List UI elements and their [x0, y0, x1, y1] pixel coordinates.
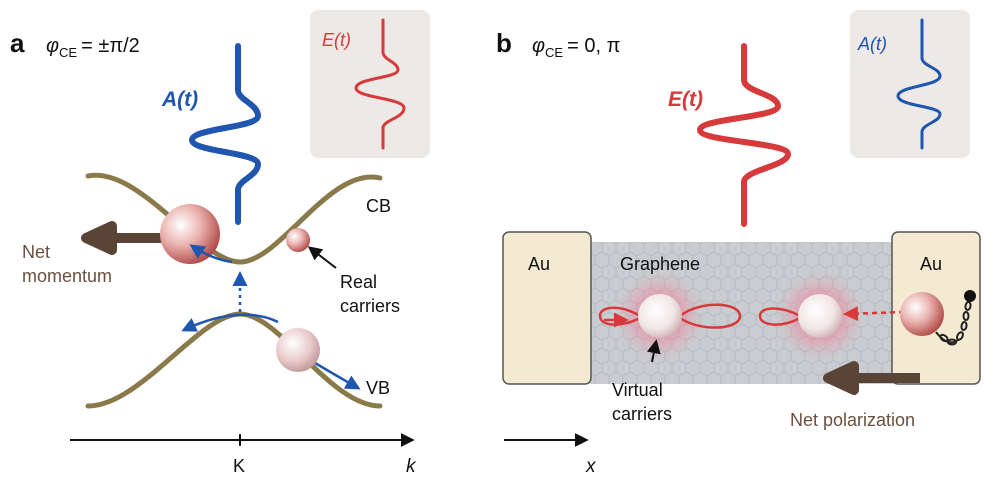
phase-value: = ±π/2: [81, 35, 140, 57]
net-momentum-label: Net momentum: [22, 242, 112, 286]
phase-value: = 0, π: [567, 35, 620, 57]
virtual-carriers-pointer: [646, 339, 661, 363]
carrier-loop-right: [758, 307, 801, 326]
real-carriers-line1: Real: [340, 272, 377, 292]
real-carrier-small: [286, 228, 310, 252]
carrier-drift-dashed-arrow: [843, 306, 905, 322]
virtual-carriers-line2: carriers: [612, 404, 672, 424]
conduction-band: [85, 172, 383, 265]
net-polarization-label: Net polarization: [790, 410, 915, 430]
net-momentum-line2: momentum: [22, 266, 112, 286]
phase-symbol: φ: [532, 35, 545, 57]
gold-electrode-left: [502, 231, 592, 385]
electric-field-waveform-large: [697, 43, 791, 227]
electrode-right-label: Au: [920, 254, 942, 274]
net-polarization-arrow: [823, 361, 920, 395]
vector-potential-inset-waveform: [896, 18, 942, 150]
valence-carrier: [276, 328, 320, 372]
phase-subscript: CE: [545, 45, 563, 60]
electric-field-inset-label: E(t): [322, 30, 351, 50]
x-axis-label: x: [585, 456, 597, 477]
panel-b: b φCE = 0, π E(t) A(t) Au Au Graphene: [496, 10, 981, 477]
vb-carrier-path-arrow-left: [181, 313, 279, 332]
net-momentum-arrow: [81, 221, 195, 255]
cb-carrier-path-arrow: [189, 244, 233, 264]
k-axis-tick-label: K: [233, 456, 245, 476]
valence-band: [85, 311, 383, 409]
phase-symbol: φ: [46, 35, 59, 57]
tether-anchor: [964, 290, 976, 302]
graphene-label: Graphene: [620, 254, 700, 274]
phase-subscript: CE: [59, 45, 77, 60]
panel-b-phase-label: φCE = 0, π: [532, 35, 620, 60]
inset-box-a: [310, 10, 430, 158]
vector-potential-waveform: [189, 43, 261, 225]
vb-label: VB: [366, 378, 390, 398]
panel-b-letter: b: [496, 28, 512, 58]
virtual-carrier-left: [638, 294, 682, 338]
cb-label: CB: [366, 196, 391, 216]
vector-potential-inset-label: A(t): [857, 34, 887, 54]
virtual-carriers-line1: Virtual: [612, 380, 663, 400]
tether-chain: [935, 301, 972, 346]
electric-field-waveform: [354, 18, 406, 150]
virtual-carrier-right: [798, 294, 842, 338]
panel-a-letter: a: [10, 28, 25, 58]
real-carriers-label: Real carriers: [340, 272, 400, 316]
panel-a: a φCE = ±π/2 A(t) E(t) CB VB Net momentum: [10, 10, 430, 477]
vector-potential-label: A(t): [161, 88, 198, 111]
net-momentum-line1: Net: [22, 242, 50, 262]
panel-a-phase-label: φCE = ±π/2: [46, 35, 140, 60]
inset-box-b: [850, 10, 970, 158]
virtual-carriers-label: Virtual carriers: [612, 380, 672, 424]
tethered-carrier: [900, 292, 944, 336]
real-carriers-pointer: [307, 246, 337, 269]
real-carriers-line2: carriers: [340, 296, 400, 316]
electric-field-label: E(t): [668, 88, 703, 111]
electrode-left-label: Au: [528, 254, 550, 274]
k-axis-label: k: [406, 456, 417, 477]
